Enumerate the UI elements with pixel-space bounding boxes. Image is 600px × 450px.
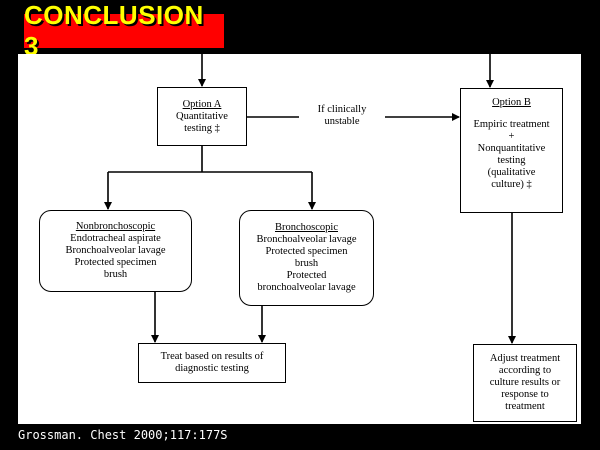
bronchoscopic-line-2: Protected specimen bbox=[265, 246, 348, 257]
option-b-box: Option B Empiric treatment + Nonquantita… bbox=[460, 88, 563, 213]
bronchoscopic-heading: Bronchoscopic bbox=[275, 222, 338, 233]
treat-box: Treat based on results of diagnostic tes… bbox=[138, 343, 286, 383]
option-b-heading: Option B bbox=[492, 97, 531, 108]
adjust-line-4: response to bbox=[501, 389, 549, 400]
bronchoscopic-line-5: bronchoalveolar lavage bbox=[257, 282, 356, 293]
option-a-line-1: Quantitative bbox=[176, 110, 228, 122]
option-b-line-1: Empiric treatment bbox=[473, 119, 550, 130]
treat-line-2: diagnostic testing bbox=[175, 363, 249, 374]
edge-label-clinically-unstable: If clinically unstable bbox=[300, 104, 384, 128]
slide-title-box: CONCLUSION 3 bbox=[24, 0, 224, 61]
bronchoscopic-line-3: brush bbox=[294, 258, 319, 269]
nonbronchoscopic-line-3: Protected specimen bbox=[74, 257, 157, 268]
option-a-box: Option A Quantitative testing ‡ bbox=[157, 87, 247, 146]
nonbronchoscopic-box: Nonbronchoscopic Endotracheal aspirate B… bbox=[39, 210, 192, 292]
option-b-line-6: culture) ‡ bbox=[491, 179, 532, 190]
bronchoscopic-box: Bronchoscopic Bronchoalveolar lavage Pro… bbox=[239, 210, 374, 306]
option-b-line-3: Nonquantitative bbox=[477, 143, 546, 154]
option-b-line-4: testing bbox=[497, 155, 526, 166]
adjust-line-3: culture results or bbox=[489, 377, 561, 388]
nonbronchoscopic-heading: Nonbronchoscopic bbox=[75, 221, 156, 232]
option-a-line-2: testing ‡ bbox=[184, 122, 220, 134]
bronchoscopic-line-1: Bronchoalveolar lavage bbox=[256, 234, 357, 245]
slide-title: CONCLUSION 3 bbox=[24, 0, 204, 61]
adjust-line-5: treatment bbox=[505, 401, 545, 412]
option-a-heading: Option A bbox=[182, 98, 222, 110]
citation-text: Grossman. Chest 2000;117:177S bbox=[18, 428, 228, 442]
adjust-line-1: Adjust treatment bbox=[489, 353, 561, 364]
bronchoscopic-line-4: Protected bbox=[286, 270, 327, 281]
edge-label-line-2: unstable bbox=[324, 116, 360, 127]
nonbronchoscopic-line-1: Endotracheal aspirate bbox=[70, 233, 161, 244]
nonbronchoscopic-line-4: brush bbox=[103, 269, 128, 280]
option-b-line-2: + bbox=[508, 131, 515, 142]
adjust-line-2: according to bbox=[498, 365, 552, 376]
edge-label-line-1: If clinically bbox=[317, 104, 367, 115]
treat-line-1: Treat based on results of bbox=[160, 351, 264, 362]
nonbronchoscopic-line-2: Bronchoalveolar lavage bbox=[65, 245, 166, 256]
adjust-box: Adjust treatment according to culture re… bbox=[473, 344, 577, 422]
option-b-line-5: (qualitative bbox=[487, 167, 536, 178]
